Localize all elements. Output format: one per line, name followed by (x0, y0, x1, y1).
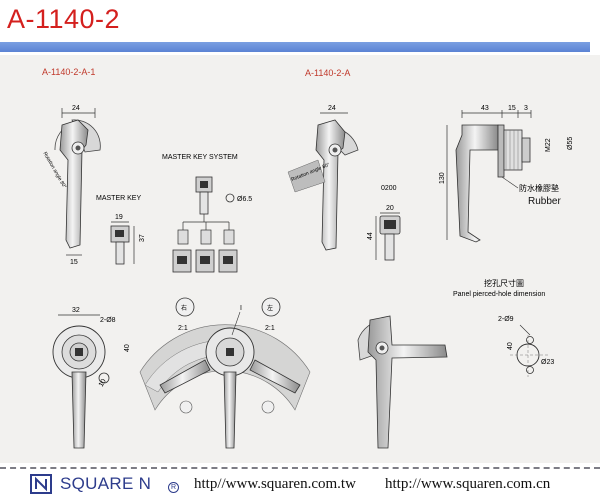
dim-10: 10 (98, 378, 108, 388)
dim-d23: Ø23 (541, 359, 554, 366)
footer: SQUARE N R http//www.squaren.com.tw http… (0, 472, 600, 498)
rubber-label-cn: 防水橡膠墊 (519, 183, 559, 193)
dim-m22: M22 (545, 138, 552, 152)
front-view-right (357, 315, 448, 449)
page-title: A-1140-2 (7, 4, 121, 34)
dim-2-d9: 2-Ø9 (498, 316, 514, 323)
registered-mark: R (168, 482, 179, 493)
dim-2-d8: 2-Ø8 (100, 317, 116, 324)
dim-3: 3 (524, 105, 528, 112)
dim-32: 32 (72, 307, 80, 314)
dim-130: 130 (439, 172, 446, 184)
model-label-a-1140-2-a: A-1140-2-A (305, 68, 350, 78)
master-key-label: MASTER KEY (96, 195, 141, 202)
key-code-label: 0200 (381, 185, 397, 192)
brand-name: SQUARE N (60, 474, 152, 493)
dim-43: 43 (481, 105, 489, 112)
handle-view-right: 24 Rotation angle 80° (287, 105, 359, 251)
dim-15-side: 15 (508, 105, 516, 112)
label-left-cn: 左 (267, 304, 273, 312)
handle-view-left: 24 Rotation angle 80° 15 (42, 105, 101, 266)
header-bar (0, 42, 590, 52)
front-view-left: 32 2-Ø8 40 10 (52, 307, 131, 449)
dim-24-right: 24 (328, 105, 336, 112)
side-view: 43 15 3 M22 Ø55 130 防水橡膠墊 Rubber (439, 105, 574, 243)
dim-24-left: 24 (72, 105, 80, 112)
model-label-a-1140-2-a-1: A-1140-2-A-1 (42, 67, 95, 77)
key-0200: 0200 20 44 (367, 185, 401, 261)
scale-right: 2:1 (265, 325, 275, 332)
scale-left: 2:1 (178, 325, 188, 332)
key-2 (195, 229, 215, 273)
dim-d6-5: Ø6.5 (237, 196, 252, 203)
dim-d55: Ø55 (567, 137, 574, 150)
master-key: MASTER KEY 19 37 (96, 195, 146, 265)
dim-15-left: 15 (70, 259, 78, 266)
url-tw-link[interactable]: http//www.squaren.com.tw (194, 476, 356, 492)
panel-hole-dimension: 挖孔尺寸圖 Panel pierced-hole dimension 2-Ø9 … (453, 278, 554, 377)
callout-label: I (240, 305, 242, 312)
square-n-logo-icon (30, 474, 52, 494)
master-key-system: MASTER KEY SYSTEM Ø6.5 (162, 154, 252, 273)
technical-drawing: A-1140-2-A-1 A-1140-2-A 24 Rotation angl… (42, 67, 574, 449)
label-right-cn: 右 (181, 304, 187, 312)
front-view-center: 右 2:1 左 2:1 I (139, 297, 311, 449)
rotation-label-left: Rotation angle 80° (42, 151, 68, 190)
dim-40-right: 40 (507, 342, 514, 350)
url-cn-link[interactable]: http://www.squaren.com.cn (385, 476, 551, 492)
panel-label-en: Panel pierced-hole dimension (453, 291, 545, 298)
dim-19: 19 (115, 214, 123, 221)
panel-label-cn: 挖孔尺寸圖 (484, 278, 524, 288)
key-3 (218, 229, 238, 273)
master-key-system-label: MASTER KEY SYSTEM (162, 154, 238, 161)
rubber-label-en: Rubber (528, 196, 561, 207)
dim-44: 44 (367, 232, 374, 240)
dim-20: 20 (386, 205, 394, 212)
key-1 (172, 229, 192, 273)
dim-40-left: 40 (124, 344, 131, 352)
dim-37: 37 (139, 234, 146, 242)
footer-divider (0, 467, 600, 469)
